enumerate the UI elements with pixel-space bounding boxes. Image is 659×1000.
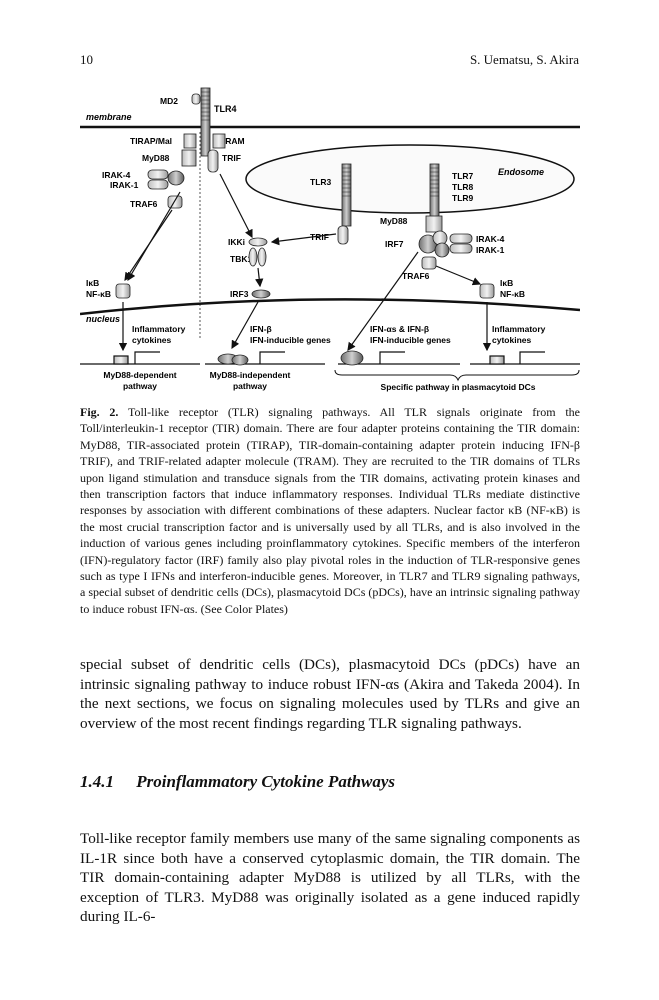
tlr4-label: TLR4 bbox=[214, 104, 237, 114]
section-number: 1.4.1 bbox=[80, 772, 132, 792]
trif-left-label: TRIF bbox=[222, 153, 241, 163]
irf3-bound-dna-shape-2 bbox=[232, 355, 248, 365]
irak4-right-shape bbox=[450, 234, 472, 243]
inflammatory-right-line2: cytokines bbox=[492, 335, 531, 345]
myd88-dependent-line1: MyD88-dependent bbox=[103, 370, 176, 380]
body-paragraph-2: Toll-like receptor family members use ma… bbox=[80, 829, 580, 927]
inflammatory-left-line1: Inflammatory bbox=[132, 324, 186, 334]
irak1-left-shape bbox=[148, 180, 168, 189]
ifnab-line2: IFN-inducible genes bbox=[370, 335, 451, 345]
traf6-right-shape bbox=[422, 257, 436, 269]
trif-left-shape bbox=[208, 150, 218, 172]
irak4-right-label: IRAK-4 bbox=[476, 234, 505, 244]
tirap-shape bbox=[184, 134, 196, 148]
ikb-nfkb-right-shape bbox=[480, 284, 494, 298]
tbk1-shape-2 bbox=[258, 248, 266, 266]
ikb-right-label: IκB bbox=[500, 278, 513, 288]
nuclear-membrane-curve bbox=[80, 299, 580, 314]
tlr-signaling-figure: membrane MD2 TLR4 TIRAP/Mal TRAM MyD88 T… bbox=[80, 82, 580, 402]
myd88-dependent-line2: pathway bbox=[123, 381, 157, 391]
arrow-tbk1-to-irf3 bbox=[258, 268, 260, 286]
transcription-start-mid-left bbox=[260, 352, 285, 364]
section-heading: 1.4.1 Proinflammatory Cytokine Pathways bbox=[80, 772, 395, 792]
traf6-left-shape bbox=[168, 196, 182, 208]
section-title: Proinflammatory Cytokine Pathways bbox=[136, 772, 395, 791]
transcription-start-mid-right bbox=[380, 352, 405, 364]
irak1-right-label: IRAK-1 bbox=[476, 245, 505, 255]
ikb-left-label: IκB bbox=[86, 278, 99, 288]
irak4-left-shape bbox=[148, 170, 168, 179]
membrane-label: membrane bbox=[86, 112, 132, 122]
body-paragraph-1: special subset of dendritic cells (DCs),… bbox=[80, 655, 580, 733]
irf7-label: IRF7 bbox=[385, 239, 404, 249]
irak1-left-label: IRAK-1 bbox=[110, 180, 139, 190]
tram-shape bbox=[213, 134, 225, 148]
transcription-start-left bbox=[135, 352, 160, 364]
figure-caption-label: Fig. 2. bbox=[80, 405, 118, 419]
ifnab-line1: IFN-αs & IFN-β bbox=[370, 324, 429, 334]
irf3-shape bbox=[252, 290, 270, 298]
arrow-traf6-right-to-nfkb bbox=[436, 266, 480, 284]
myd88-independent-line1: MyD88-independent bbox=[210, 370, 291, 380]
myd88-left-shape bbox=[182, 150, 196, 166]
tlr8-label: TLR8 bbox=[452, 182, 474, 192]
ikb-nfkb-left-shape bbox=[116, 284, 130, 298]
irak4-left-label: IRAK-4 bbox=[102, 170, 131, 180]
tbk1-shape bbox=[249, 248, 257, 266]
tirap-mal-label: TIRAP/Mal bbox=[130, 136, 172, 146]
md2-label: MD2 bbox=[160, 96, 178, 106]
promoter-box-right bbox=[490, 356, 504, 364]
irf3-label: IRF3 bbox=[230, 289, 249, 299]
ifnb-line2: IFN-inducible genes bbox=[250, 335, 331, 345]
irf7-bound-dna-shape bbox=[341, 351, 363, 365]
inflammatory-left-line2: cytokines bbox=[132, 335, 171, 345]
tlr3-receptor-shape bbox=[342, 164, 351, 226]
tlr7-label: TLR7 bbox=[452, 171, 474, 181]
ikki-shape bbox=[249, 238, 267, 246]
figure-caption-text: Toll-like receptor (TLR) signaling pathw… bbox=[80, 405, 580, 616]
md2-shape bbox=[192, 94, 200, 104]
ikki-label: IKKi bbox=[228, 237, 245, 247]
tlr3-label: TLR3 bbox=[310, 177, 332, 187]
myd88-right-label: MyD88 bbox=[380, 216, 408, 226]
promoter-box-left bbox=[114, 356, 128, 364]
myd88-independent-line2: pathway bbox=[233, 381, 267, 391]
tlr9-label: TLR9 bbox=[452, 193, 474, 203]
myd88-right-shape bbox=[426, 216, 442, 232]
specific-pathway-label: Specific pathway in plasmacytoid DCs bbox=[381, 382, 536, 392]
figure-caption: Fig. 2. Toll-like receptor (TLR) signali… bbox=[80, 404, 580, 617]
trif-mid-shape bbox=[338, 226, 348, 244]
endosome-shape bbox=[246, 145, 574, 213]
myd88-left-death-domain bbox=[168, 171, 184, 185]
irak1-right-shape bbox=[450, 244, 472, 253]
traf6-left-label: TRAF6 bbox=[130, 199, 158, 209]
nfkb-right-label: NF-κB bbox=[500, 289, 525, 299]
ifnb-line1: IFN-β bbox=[250, 324, 272, 334]
irf7-complex-shape-3 bbox=[435, 243, 449, 257]
traf6-right-label: TRAF6 bbox=[402, 271, 430, 281]
tlr4-receptor-shape bbox=[201, 88, 210, 156]
myd88-left-label: MyD88 bbox=[142, 153, 170, 163]
nucleus-label: nucleus bbox=[86, 314, 120, 324]
transcription-start-right bbox=[520, 352, 545, 364]
inflammatory-right-line1: Inflammatory bbox=[492, 324, 546, 334]
page-number: 10 bbox=[80, 52, 93, 68]
nfkb-left-label: NF-κB bbox=[86, 289, 111, 299]
running-header-authors: S. Uematsu, S. Akira bbox=[470, 52, 579, 68]
endosome-label: Endosome bbox=[498, 167, 544, 177]
specific-pathway-bracket bbox=[335, 370, 579, 380]
